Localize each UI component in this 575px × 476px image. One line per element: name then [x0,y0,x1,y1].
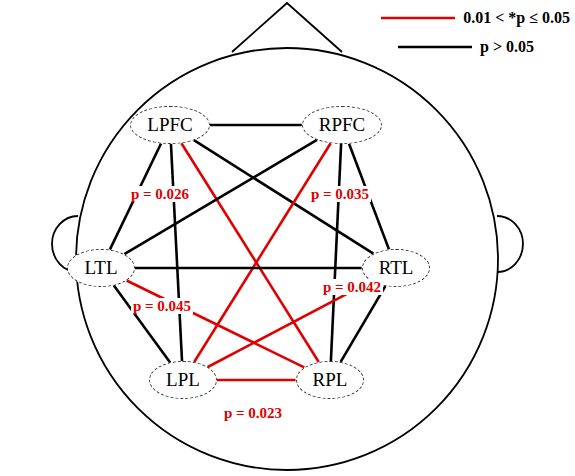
connection-line [210,124,302,127]
legend-line-sample [381,13,455,23]
region-ellipse: LPFC [130,106,209,144]
region-name: LPFC [147,114,192,136]
region-ellipse: RPFC [302,106,382,144]
right-ear [497,216,523,272]
region-name: LTL [84,257,117,279]
connection-line [171,144,182,361]
connection-line [124,140,317,254]
region-name: RPL [313,369,348,391]
p-value-label: p = 0.023 [222,405,284,422]
region-ellipse: RPL [296,361,365,399]
legend-row: p > 0.05 [398,38,534,56]
nose-outline [232,3,342,52]
region-name: RPFC [319,114,365,136]
p-value-label: p = 0.035 [309,186,371,203]
p-value-label: p = 0.045 [131,298,193,315]
connection-line [135,267,362,270]
connection-line [341,286,386,362]
significant-connection [194,143,330,362]
p-value-label: p = 0.042 [321,279,383,296]
region-name: LPL [166,369,200,391]
scalp-circle [76,48,498,470]
legend-text: 0.01 < *p ≤ 0.05 [463,9,570,27]
region-ellipse: LPL [149,361,217,399]
legend-text: p > 0.05 [480,38,534,56]
legend-line-sample [398,42,472,52]
legend-row: 0.01 < *p ≤ 0.05 [381,9,570,27]
significant-connection [217,379,296,382]
p-value-label: p = 0.026 [129,186,191,203]
connection-line [331,144,341,361]
region-name: RTL [379,257,414,279]
significant-connection [127,281,305,368]
region-ellipse: LTL [67,249,135,287]
significant-connection [181,143,318,362]
